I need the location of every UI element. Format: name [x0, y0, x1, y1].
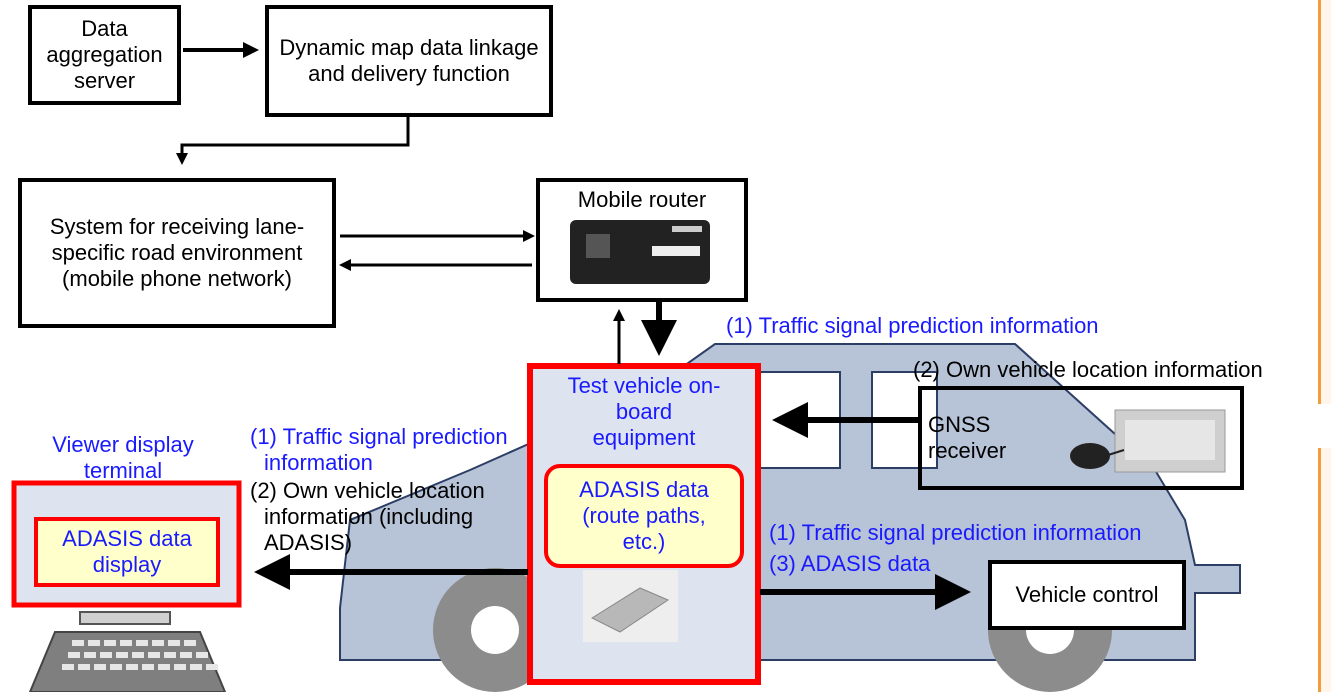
gnss-receiver-label: GNSS receiver	[928, 412, 1007, 463]
right-edge-clipping	[1318, 0, 1331, 692]
router-to-equipment-label: (1) Traffic signal prediction informatio…	[726, 313, 1099, 338]
viewer-display-terminal-label: Viewer display terminal	[52, 432, 194, 483]
to-viewer-label-1: (1) Traffic signal prediction informatio…	[250, 424, 508, 475]
to-control-label-1: (1) Traffic signal prediction informatio…	[769, 520, 1142, 545]
data-aggregation-server-box: Data aggregation server	[28, 5, 181, 105]
to-control-label-3: (3) ADASIS data	[769, 551, 931, 576]
gnss-to-equipment-label: (2) Own vehicle location information	[913, 357, 1263, 382]
receiving-system-box: System for receiving lane-specific road …	[18, 178, 336, 328]
onboard-device-icon	[583, 570, 678, 642]
to-viewer-label-2: (2) Own vehicle location information (in…	[250, 478, 485, 555]
mobile-router-device-icon	[570, 220, 710, 284]
arrow-linkage-to-receiving	[176, 117, 410, 165]
adasis-display-box: ADASIS data display	[34, 517, 220, 587]
mobile-router-label: Mobile router	[577, 187, 707, 212]
adasis-route-box: ADASIS data (route paths, etc.)	[544, 464, 744, 568]
vehicle-wheel-front	[433, 568, 557, 692]
test-vehicle-equipment-label: Test vehicle on-board equipment	[567, 373, 721, 450]
vehicle-control-box: Vehicle control	[988, 560, 1186, 630]
laptop-icon	[11, 480, 242, 692]
dynamic-map-linkage-label: Dynamic map data linkage and delivery fu…	[279, 35, 539, 86]
gnss-receiver-box: GNSS receiver	[918, 386, 1244, 490]
gnss-device-icon	[1070, 409, 1226, 473]
mobile-router-box: Mobile router	[536, 178, 748, 302]
dynamic-map-linkage-box: Dynamic map data linkage and delivery fu…	[265, 5, 553, 117]
receiving-system-label: System for receiving lane-specific road …	[49, 214, 305, 291]
adasis-display-label: ADASIS data display	[62, 526, 192, 577]
data-aggregation-server-label: Data aggregation server	[46, 16, 163, 93]
vehicle-control-label: Vehicle control	[1015, 582, 1159, 607]
adasis-route-label: ADASIS data (route paths, etc.)	[579, 477, 709, 554]
